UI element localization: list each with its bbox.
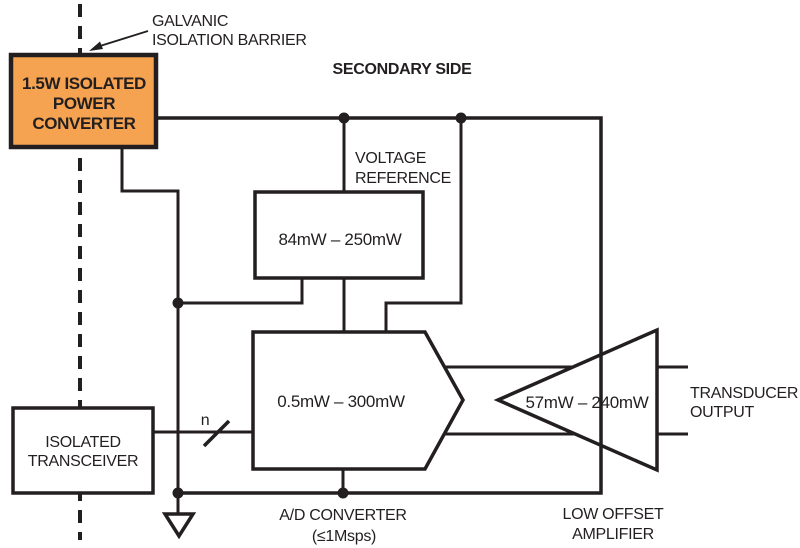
transceiver-label-line1: ISOLATED	[45, 434, 121, 451]
voltage-reference-power-value: 84mW – 250mW	[279, 230, 402, 249]
junction-dot	[172, 297, 184, 309]
supply-rail	[156, 116, 603, 495]
voltage-reference-label-line1: VOLTAGE	[355, 150, 426, 167]
junction-dot	[455, 112, 467, 124]
secondary-side-label: SECONDARY SIDE	[333, 61, 473, 78]
bus-width-label: n	[201, 412, 210, 429]
ground-group	[161, 512, 197, 540]
power-converter-label-line3: CONVERTER	[32, 114, 135, 133]
text-layer: GALVANIC ISOLATION BARRIER SECONDARY SID…	[22, 13, 798, 545]
transceiver-block	[11, 406, 155, 495]
power-converter-block	[8, 52, 159, 150]
galvanic-label-line2: ISOLATION BARRIER	[152, 32, 307, 49]
supply-rail-group	[156, 116, 603, 495]
bus-slash	[202, 419, 231, 448]
wire-rail-to-adc	[384, 118, 463, 332]
transducer-output-label-line1: TRANSDUCER	[690, 385, 798, 402]
adc-label-line1: A/D CONVERTER	[279, 507, 406, 524]
wire-reference-return	[178, 278, 304, 305]
arrow-line	[99, 30, 149, 47]
junction-dots	[172, 112, 467, 499]
low-offset-amp-label-line1: LOW OFFSET	[562, 506, 664, 523]
junction-dot	[338, 112, 350, 124]
adc-block	[251, 330, 466, 471]
low-offset-amp-label-line2: AMPLIFIER	[572, 526, 654, 543]
wires-under	[120, 118, 688, 514]
junction-dot	[337, 487, 349, 499]
transducer-output-label-line2: OUTPUT	[690, 404, 755, 421]
junction-dot	[172, 487, 184, 499]
voltage-reference-block	[253, 190, 425, 280]
block-group	[8, 52, 425, 495]
power-converter-label-line1: 1.5W ISOLATED	[22, 74, 146, 93]
arrow-head-icon	[89, 41, 103, 51]
amplifier-block	[493, 327, 659, 473]
galvanic-label-line1: GALVANIC	[152, 13, 228, 30]
ground-icon	[161, 512, 197, 540]
power-converter-label-line2: POWER	[53, 94, 115, 113]
shape-group	[251, 327, 659, 473]
adc-label-line2: (≤1Msps)	[312, 528, 376, 545]
wire-converter-to-ground	[120, 148, 180, 514]
barrier-arrow-group	[89, 30, 149, 51]
transceiver-label-line2: TRANSCEIVER	[28, 453, 139, 470]
voltage-reference-label-line2: REFERENCE	[355, 170, 451, 187]
adc-power-value: 0.5mW – 300mW	[277, 392, 405, 411]
amplifier-power-value: 57mW – 240mW	[526, 393, 649, 412]
